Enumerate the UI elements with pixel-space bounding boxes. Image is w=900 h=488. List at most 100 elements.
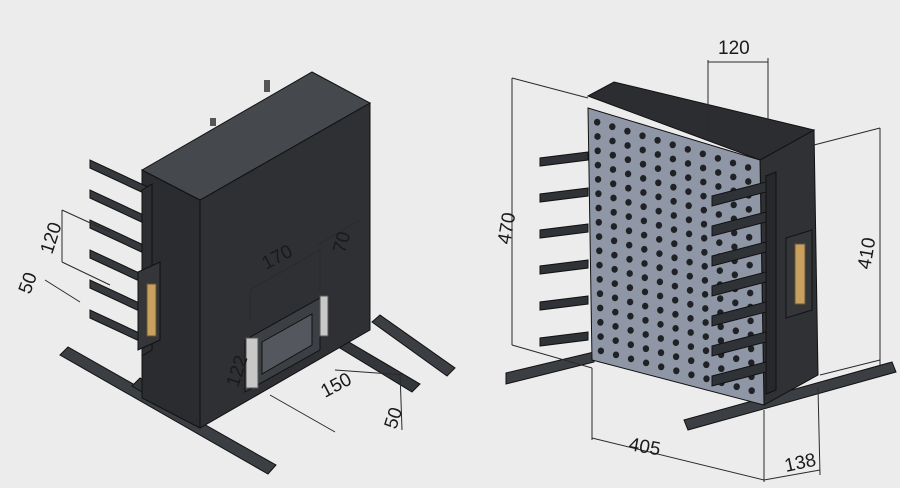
plate-hole [610,208,617,216]
plate-hole [686,272,693,280]
plate-hole [640,175,647,182]
plate-hole [717,337,725,345]
plate-hole [612,351,620,359]
plate-hole [670,226,678,234]
plate-hole [639,160,647,168]
plate-hole [657,321,664,328]
plate-hole [699,150,706,158]
plate-hole [624,170,632,178]
plate-hole [686,244,693,252]
plate-hole [684,160,692,167]
plate-hole [641,274,648,282]
plate-hole [673,367,680,375]
plate-hole [671,240,678,248]
plate-hole [610,194,617,202]
plate-hole [610,223,618,230]
plate-hole [733,355,740,363]
dim-150: 150 [317,369,355,402]
plate-hole [717,295,724,302]
plate-hole [733,383,740,391]
plate-hole [595,190,602,198]
plate-hole [639,146,646,154]
plate-hole [718,365,725,373]
plate-hole [714,155,722,162]
plate-hole [626,298,634,306]
plate-hole [688,357,695,365]
dim-470: 470 [494,211,520,246]
plate-hole [611,294,619,302]
plate-hole [731,243,738,251]
plate-hole [594,118,601,126]
right-base-rails [505,351,897,431]
plate-hole [715,211,722,218]
plate-hole [655,221,663,229]
left-dimension-lines [44,209,406,433]
plate-hole [609,123,616,131]
right-left-skewer-holder [539,331,589,347]
left-skewer-rack [89,159,153,357]
plate-hole [699,164,707,172]
plate-hole [657,335,664,342]
plate-hole [669,155,677,163]
plate-hole [731,271,738,279]
plate-hole [748,359,755,367]
plate-hole [610,180,617,188]
plate-hole [596,276,603,283]
plate-hole [626,284,634,292]
plate-hole [686,258,693,266]
plate-hole [715,169,722,176]
plate-hole [596,261,603,269]
dim-138: 138 [783,450,818,477]
right-rack-bar [765,171,777,395]
plate-hole [702,305,709,312]
right-handle [785,229,813,319]
plate-hole [642,302,649,310]
plate-hole [687,343,695,350]
dim-405: 405 [627,434,662,460]
plate-hole [685,188,692,196]
plate-hole [732,327,739,335]
plate-hole [658,363,665,371]
plate-hole [700,206,707,214]
plate-hole [625,184,632,192]
plate-hole [731,229,738,237]
plate-hole [672,310,679,318]
plate-hole [656,236,663,243]
plate-hole [655,207,662,215]
plate-hole [609,151,616,159]
right-skewer-rack-left [539,151,589,347]
plate-hole [729,159,737,167]
plate-hole [626,270,633,277]
left-stove-model: 120 50 170 70 122 150 50 [15,71,456,475]
plate-hole [642,359,650,367]
plate-hole [596,290,604,298]
plate-hole [730,173,737,181]
plate-hole [624,127,631,135]
plate-hole [685,174,692,182]
left-skewer-holder [89,219,151,257]
plate-hole [596,247,603,255]
plate-hole [641,288,649,296]
right-left-skewer-holder [539,151,589,167]
plate-hole [609,166,617,173]
plate-hole [594,176,602,183]
plate-hole [745,178,752,185]
plate-hole [597,318,604,326]
plate-hole [685,202,692,210]
plate-hole [700,178,707,186]
plate-hole [655,193,662,201]
plate-hole [657,306,664,314]
plate-hole [700,192,707,200]
plate-hole [703,375,710,383]
left-ash-door [244,295,329,393]
right-left-skewer-holder [539,259,589,275]
plate-hole [684,146,691,153]
right-stove-model: 120 470 410 405 138 [494,38,897,482]
plate-hole [594,161,602,169]
plate-hole [747,289,754,297]
plate-hole [700,220,708,228]
plate-hole [640,189,647,196]
plate-hole [595,204,602,212]
left-skewer-holder [89,189,151,227]
plate-hole [701,262,708,270]
